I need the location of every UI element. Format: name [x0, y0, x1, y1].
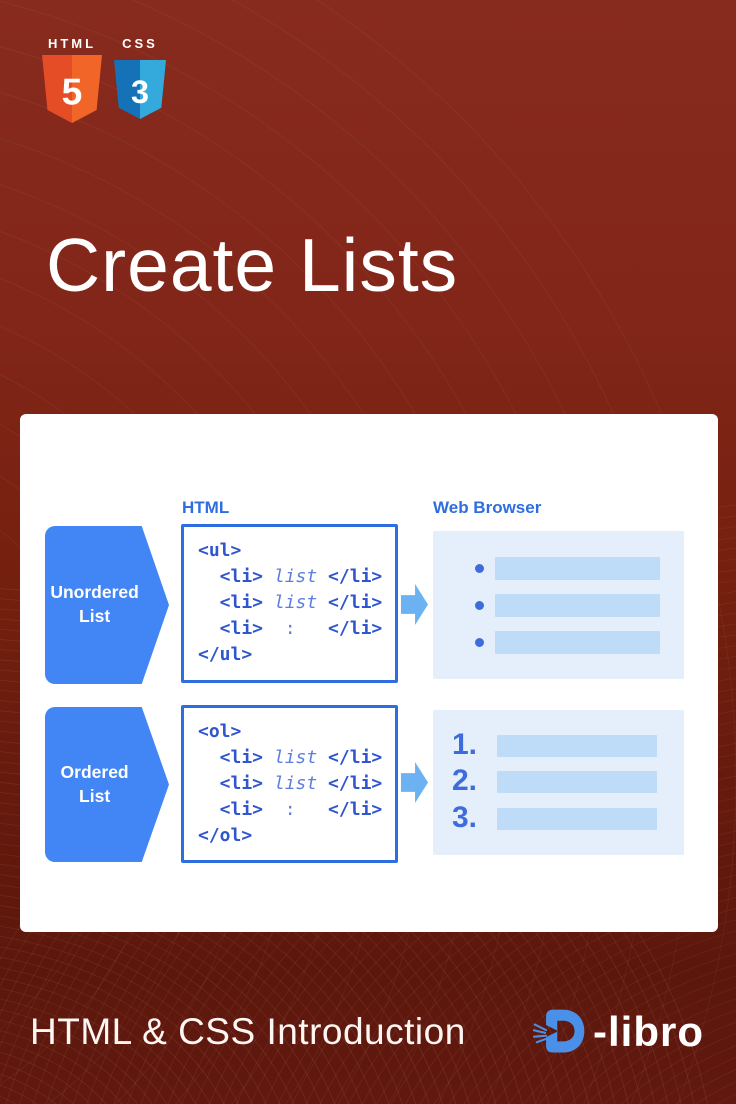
unordered-code-box: <ul> <li> list </li> <li> list </li> <li… [181, 524, 398, 683]
code-line: <li> list </li> [198, 745, 395, 771]
ordered-browser-panel: 1.2. 3. [433, 710, 684, 855]
unordered-browser-panel [433, 531, 684, 679]
page-title: Create Lists [46, 223, 459, 307]
content-bar [497, 735, 657, 757]
code-segment: </li> [317, 618, 383, 639]
code-line: <li> list </li> [198, 590, 395, 616]
code-segment: <ol> [198, 721, 242, 742]
code-segment: </li> [317, 747, 383, 768]
ordered-list-pointer-label: Ordered List [45, 707, 144, 862]
ordered-code-box: <ol> <li> list </li> <li> list </li> <li… [181, 705, 398, 863]
code-segment: </li> [317, 566, 383, 587]
list-number-marker: 2. [452, 764, 478, 797]
bullet-dot [475, 601, 484, 610]
web-browser-column-label: Web Browser [433, 498, 542, 517]
dlibro-wordmark: -libro [593, 1008, 704, 1055]
list-number-marker: 3. [452, 801, 478, 834]
html5-number: 5 [62, 70, 83, 112]
code-line: <ul> [198, 538, 395, 564]
pointer-label-line: List [79, 785, 111, 806]
css3-badge: CSS 3 [114, 36, 166, 123]
footer: HTML & CSS Introduction -libro [30, 1004, 704, 1060]
code-line: <ol> [198, 719, 395, 745]
html5-shield-icon: 5 [42, 55, 102, 123]
code-segment: list [273, 592, 318, 613]
right-arrow-icon [401, 762, 428, 803]
css3-badge-label: CSS [122, 36, 158, 51]
code-line: <li> : </li> [198, 616, 395, 642]
right-arrow-icon [401, 584, 428, 625]
bullet-dot [475, 564, 484, 573]
code-line: <li> list </li> [198, 564, 395, 590]
css3-number: 3 [131, 74, 149, 110]
content-bar [497, 771, 657, 793]
code-segment: <li> [198, 799, 274, 820]
code-segment: list [273, 773, 318, 794]
diagram-card: HTML Web Browser Unordered List <ul> <li… [20, 414, 718, 932]
pointer-label-line: Unordered [50, 582, 139, 603]
code-segment: <li> [198, 592, 274, 613]
dlibro-book-icon [533, 1009, 585, 1053]
course-title: HTML & CSS Introduction [30, 1011, 466, 1052]
code-segment: : [273, 618, 318, 639]
dlibro-logo: -libro [533, 1004, 704, 1060]
code-segment: </ul> [198, 644, 253, 665]
code-segment: <li> [198, 566, 274, 587]
code-segment: list [273, 747, 318, 768]
content-bar [497, 808, 657, 830]
code-segment: </li> [317, 773, 383, 794]
code-segment: : [273, 799, 318, 820]
code-segment: </li> [317, 592, 383, 613]
pointer-label-line: List [79, 606, 111, 626]
code-segment: <li> [198, 747, 274, 768]
html-column-label: HTML [182, 498, 230, 517]
code-segment: <li> [198, 618, 274, 639]
css3-shield-icon: 3 [114, 60, 166, 119]
code-segment: <ul> [198, 540, 242, 561]
content-bar [495, 557, 660, 580]
content-bar [495, 594, 660, 617]
code-line: <li> list </li> [198, 771, 395, 797]
code-segment: </ol> [198, 825, 253, 846]
code-segment: </li> [317, 799, 383, 820]
unordered-list-pointer: Unordered List [45, 526, 169, 684]
logo-badges: HTML 5 CSS 3 [42, 36, 166, 123]
code-line: </ul> [198, 642, 395, 668]
html5-badge: HTML 5 [42, 36, 102, 123]
bullet-dot [475, 638, 484, 647]
list-number-marker: 1. [452, 728, 478, 761]
code-line: <li> : </li> [198, 797, 395, 823]
ordered-list-pointer: Ordered List [45, 707, 169, 862]
pointer-label-line: Ordered [60, 761, 129, 782]
code-segment: list [273, 566, 318, 587]
code-line: </ol> [198, 823, 395, 849]
code-segment: <li> [198, 773, 274, 794]
content-bar [495, 631, 660, 654]
unordered-list-pointer-label: Unordered List [45, 526, 144, 684]
html5-badge-label: HTML [47, 36, 97, 51]
